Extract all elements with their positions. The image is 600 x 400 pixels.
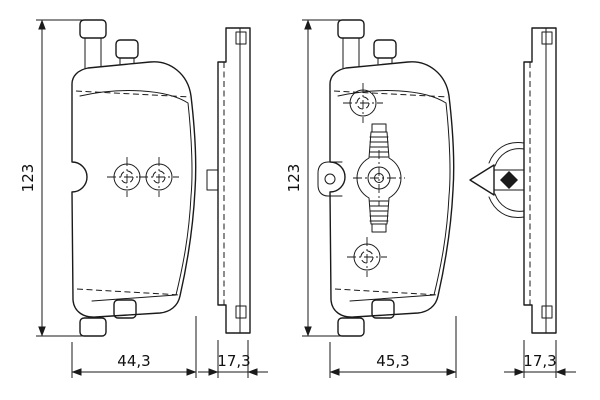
pad2-hole-top-centerlines	[343, 83, 383, 123]
dim-pad2-height-label: 123	[285, 164, 303, 193]
pad2-friction-contour	[337, 90, 451, 302]
dim-pad1-width: 44,3	[71, 316, 197, 378]
pad1-top-tab-2-neck	[119, 57, 135, 65]
pad2-top-tab	[337, 19, 365, 39]
clip-body-lines	[493, 169, 525, 191]
pad1-hidden-edge-top	[75, 90, 191, 98]
clip-lower-arm	[488, 196, 525, 219]
pad1-friction-contour	[79, 90, 193, 302]
dim-pad2-height: 123	[285, 19, 352, 337]
pad2-bottom-tab	[337, 317, 365, 337]
pad1-hole-right-centerlines	[139, 157, 179, 197]
pad2-hidden-edge-bottom	[334, 288, 440, 296]
pad2-top-tab-2-neck	[377, 57, 393, 65]
pad2-side-bottom-notch	[541, 305, 553, 319]
sensor-bottom-cap	[371, 223, 387, 233]
dim-pad2-thickness: 17,3	[504, 340, 576, 378]
clip-diamond-hole	[500, 171, 518, 189]
pad1-side-bottom-notch	[235, 305, 247, 319]
pad2-hidden-edge-top	[333, 90, 449, 98]
clip-upper-arm	[488, 141, 525, 164]
pad2-hole-bottom	[347, 237, 387, 277]
dim-pad2-thickness-label: 17,3	[523, 352, 556, 370]
pad1-side-lug	[206, 169, 219, 191]
pad2-wear-sensor	[353, 123, 405, 233]
pad2-front-view	[317, 19, 455, 337]
pad2-side-view	[469, 27, 557, 334]
pad1-top-tab-neck	[84, 37, 102, 69]
clip-lower-arm-inner	[494, 193, 525, 212]
dim-pad1-thickness-label: 17,3	[217, 352, 250, 370]
pad1-side-outline	[217, 27, 251, 334]
pad1-top-tab-2	[115, 39, 139, 59]
clip-upper-arm-inner	[494, 148, 525, 167]
pad2-edge-clip	[317, 161, 343, 197]
dim-pad1-height-extensions	[36, 19, 95, 337]
pad1-hole-right	[139, 157, 179, 197]
pad1-bottom-tab-2	[113, 299, 137, 319]
pad2-hole-top	[343, 83, 383, 123]
sensor-body-outline	[356, 131, 402, 225]
pad2-top-tab-2	[373, 39, 397, 59]
retaining-spring-clip	[469, 141, 525, 219]
sensor-spring-coils-top	[369, 136, 389, 158]
sensor-top-cap	[371, 123, 387, 133]
dim-pad1-height: 123	[19, 19, 95, 337]
pad1-side-view	[206, 27, 251, 334]
pad2-edge-clip-outline	[317, 161, 343, 197]
pad2-edge-clip-hole	[324, 173, 336, 185]
pad1-front-view	[71, 19, 197, 337]
pad2-hole-bottom-centerlines	[347, 237, 387, 277]
pad2-backplate-outline	[329, 61, 455, 318]
clip-arrow-head	[469, 164, 495, 196]
dim-pad2-width-label: 45,3	[376, 352, 409, 370]
pad1-backplate-outline	[71, 61, 197, 318]
pad2-top-tab-neck	[342, 37, 360, 69]
pad1-top-tab	[79, 19, 107, 39]
dim-pad1-thickness: 17,3	[198, 340, 268, 378]
pad1-hidden-edge-bottom	[76, 288, 182, 296]
pad2-side-top-notch	[541, 31, 553, 45]
dim-pad1-width-label: 44,3	[117, 352, 150, 370]
pad1-bottom-tab	[79, 317, 107, 337]
dim-pad1-height-label: 123	[19, 164, 37, 193]
pad2-bottom-tab-2	[371, 299, 395, 319]
sensor-centerlines	[353, 150, 405, 206]
pad1-hole-left-centerlines	[107, 157, 147, 197]
pad1-side-top-notch	[235, 31, 247, 45]
dim-pad2-width: 45,3	[329, 316, 457, 378]
pad2-side-outline	[523, 27, 557, 334]
